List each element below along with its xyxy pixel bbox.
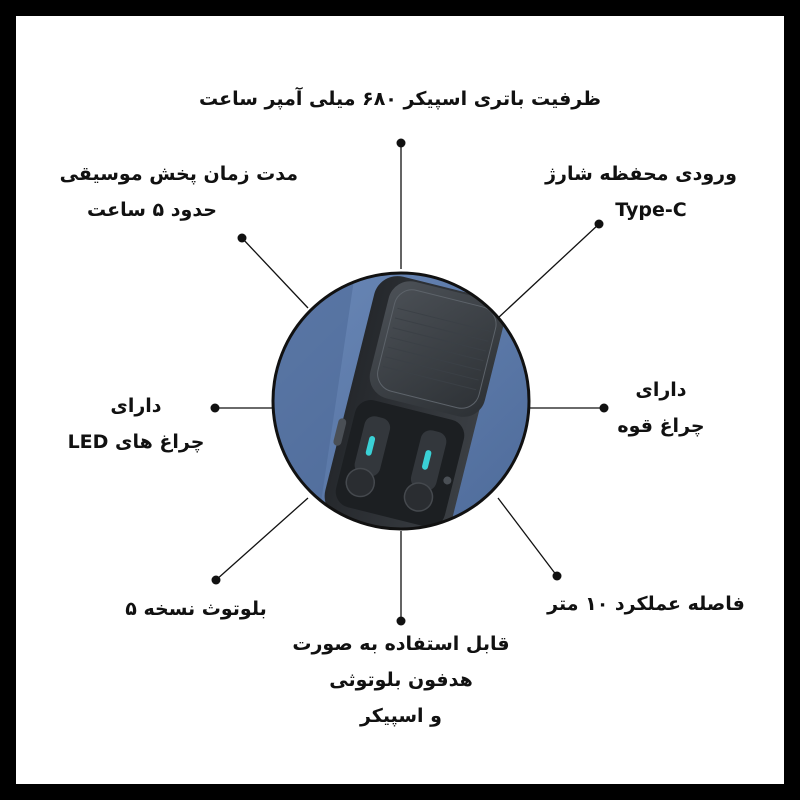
feature-playtime-line1: مدت زمان پخش موسیقی [59, 163, 298, 185]
feature-usage-line1: قابل استفاده به صورت [292, 633, 510, 655]
callout-lines [210, 138, 609, 626]
page-frame: ظرفیت باتری اسپیکر ۶۸۰ میلی آمپر ساعت مد… [16, 16, 784, 784]
feature-usage: قابل استفاده به صورت هدفون بلوتوثی و اسپ… [276, 626, 526, 734]
feature-led-line1: دارای [110, 395, 162, 417]
product-illustration [273, 273, 529, 529]
dot-charging [594, 219, 604, 229]
feature-led-line2: چراغ های LED [67, 431, 205, 453]
feature-flashlight: دارای چراغ قوه [606, 372, 716, 444]
feature-flashlight-line1: دارای [635, 379, 687, 401]
feature-flashlight-line2: چراغ قوه [617, 415, 705, 437]
feature-charging-line1: ورودی محفظه شارژ [545, 163, 737, 185]
feature-usage-line3: و اسپیکر [359, 705, 442, 727]
feature-battery: ظرفیت باتری اسپیکر ۶۸۰ میلی آمپر ساعت [190, 81, 610, 117]
feature-battery-line1: ظرفیت باتری اسپیکر ۶۸۰ میلی آمپر ساعت [199, 88, 601, 110]
feature-charging-line2: Type-C [615, 199, 687, 221]
dot-bluetooth [211, 575, 221, 585]
product-circle [271, 271, 531, 531]
earbuds-case-icon [324, 276, 504, 529]
feature-led: دارای چراغ های LED [56, 388, 216, 460]
dot-led [210, 403, 220, 413]
line-charging [497, 223, 600, 319]
feature-range: فاصله عملکرد ۱۰ متر [536, 586, 756, 622]
dot-range [552, 571, 562, 581]
feature-charging: ورودی محفظه شارژ Type-C [536, 156, 746, 228]
feature-bluetooth-line1: بلوتوث نسخه ۵ [125, 598, 267, 620]
feature-usage-line2: هدفون بلوتوثی [329, 669, 473, 691]
line-bluetooth [215, 497, 309, 581]
feature-bluetooth: بلوتوث نسخه ۵ [86, 591, 306, 627]
line-range [497, 497, 558, 577]
dot-playtime [237, 233, 247, 243]
feature-playtime: مدت زمان پخش موسیقی حدود ۵ ساعت [46, 156, 298, 228]
dot-flashlight [599, 403, 609, 413]
feature-range-line1: فاصله عملکرد ۱۰ متر [547, 593, 745, 615]
dot-usage [396, 616, 406, 626]
dot-battery [396, 138, 406, 148]
line-playtime [241, 237, 309, 309]
feature-playtime-line2: حدود ۵ ساعت [87, 199, 217, 221]
